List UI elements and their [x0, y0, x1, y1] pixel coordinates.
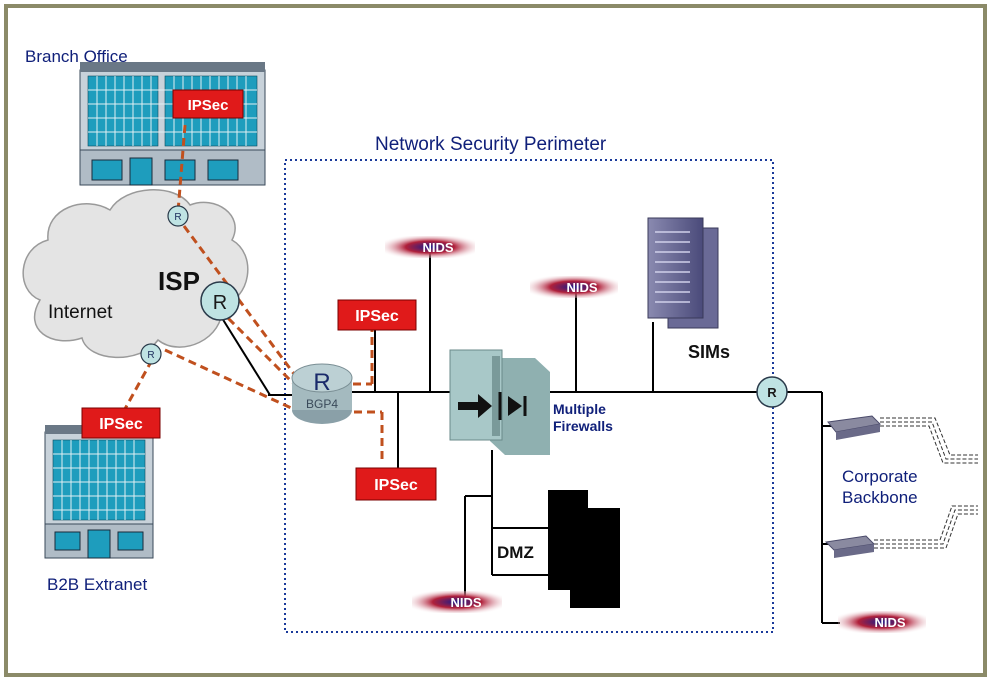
sims-server-icon	[647, 217, 719, 329]
router-extranet-icon: R	[140, 343, 162, 365]
backbone-switch-upper-icon	[827, 415, 978, 464]
svg-text:NIDS: NIDS	[450, 595, 481, 610]
corporate-backbone-label-line2: Backbone	[842, 488, 918, 507]
internet-cloud-icon	[22, 189, 249, 359]
ipsec-tag-perimeter-bottom: IPSec	[355, 467, 437, 501]
branch-office-label: Branch Office	[25, 47, 128, 66]
router-bgp4-icon: R BGP4	[291, 363, 353, 424]
svg-text:R: R	[174, 212, 181, 223]
nids-sensor-dmz: NIDS	[412, 591, 502, 613]
internet-label: Internet	[48, 302, 113, 323]
multiple-firewalls-label-line1: Multiple	[553, 401, 606, 417]
dmz-server-icon	[548, 490, 620, 608]
svg-text:R: R	[313, 369, 330, 396]
router-backbone-icon: R	[756, 376, 788, 408]
svg-text:NIDS: NIDS	[874, 615, 905, 630]
isp-label: ISP	[158, 266, 200, 296]
b2b-extranet-building-icon	[44, 425, 154, 559]
branch-office-building-icon	[79, 62, 266, 186]
svg-text:IPSec: IPSec	[188, 97, 229, 114]
ipsec-tag-perimeter-top: IPSec	[337, 299, 417, 331]
perimeter-title: Network Security Perimeter	[375, 134, 607, 155]
svg-text:BGP4: BGP4	[306, 397, 338, 411]
ipsec-tag-branch: IPSec	[172, 89, 244, 119]
ipsec-tag-extranet: IPSec	[81, 407, 161, 439]
router-branch-icon: R	[167, 205, 189, 227]
network-links	[221, 248, 840, 624]
svg-text:IPSec: IPSec	[374, 477, 418, 494]
svg-text:IPSec: IPSec	[355, 308, 399, 325]
dmz-label: DMZ	[497, 543, 534, 562]
svg-text:IPSec: IPSec	[99, 416, 143, 433]
nids-sensor-backbone: NIDS	[838, 611, 926, 633]
router-isp-icon: R	[200, 281, 240, 321]
svg-text:R: R	[213, 292, 227, 314]
svg-text:NIDS: NIDS	[422, 240, 453, 255]
svg-text:R: R	[767, 385, 777, 400]
backbone-switch-lower-icon	[824, 505, 978, 558]
nids-sensor-middle: NIDS	[530, 276, 618, 298]
ipsec-tunnels	[118, 124, 384, 462]
svg-text:NIDS: NIDS	[566, 280, 597, 295]
sims-label: SIMs	[688, 342, 730, 362]
multiple-firewalls-label-line2: Firewalls	[553, 418, 613, 434]
b2b-extranet-label: B2B Extranet	[47, 575, 147, 594]
svg-text:R: R	[147, 350, 154, 361]
nids-sensor-top: NIDS	[385, 236, 475, 258]
firewall-icon	[449, 349, 550, 455]
corporate-backbone-label-line1: Corporate	[842, 467, 918, 486]
